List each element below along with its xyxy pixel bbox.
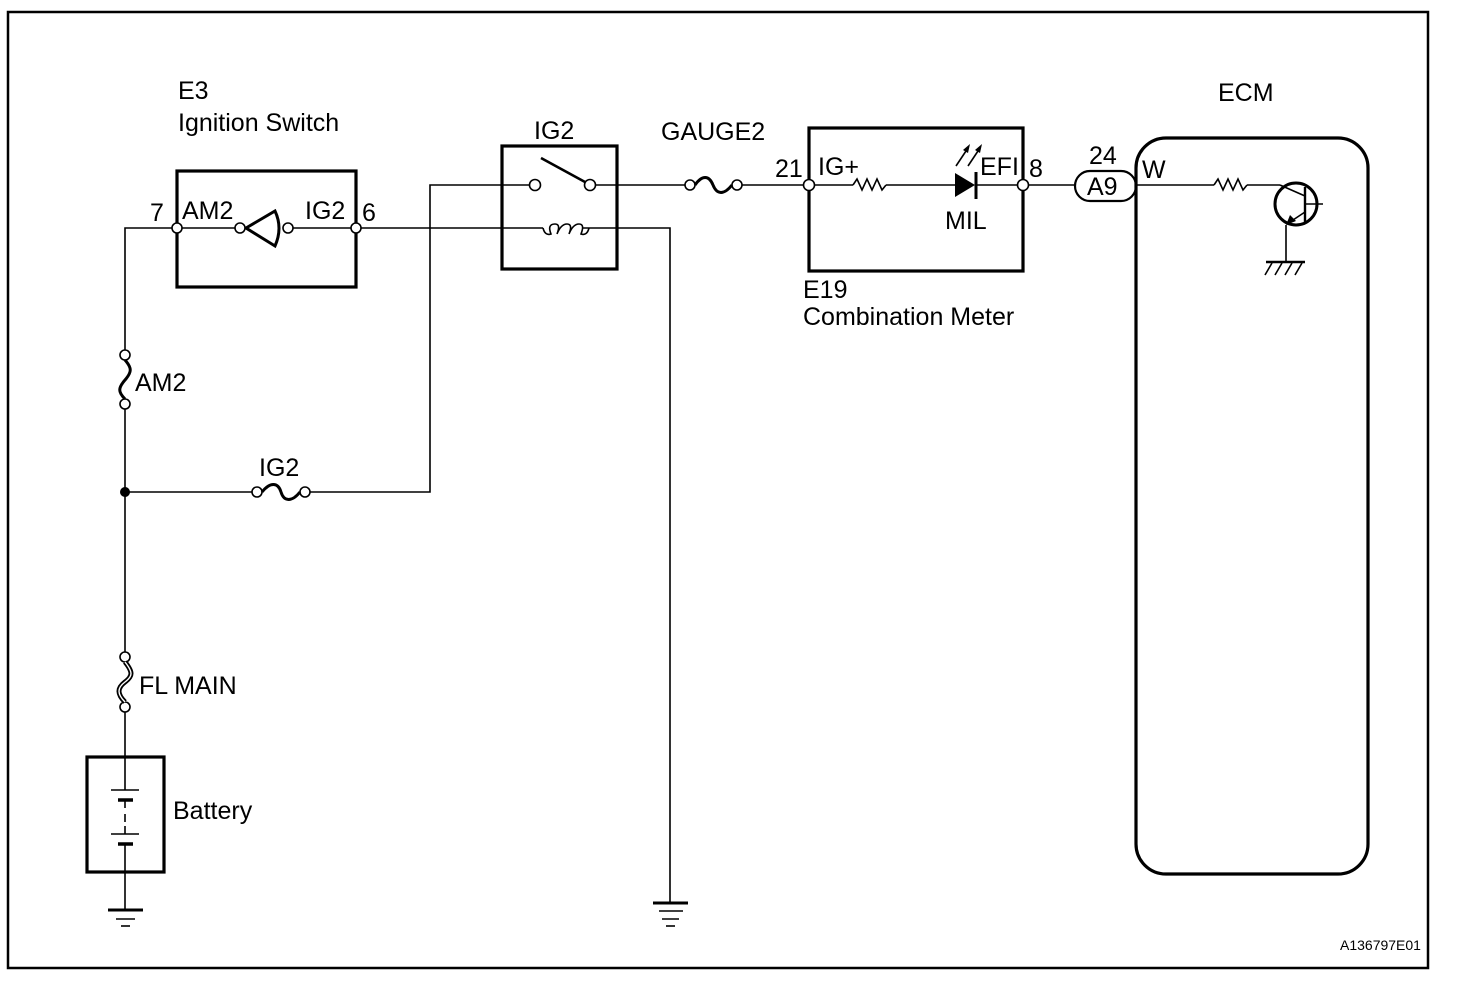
ignition-switch-connector: E3: [178, 77, 209, 105]
ecm-wire-color: W: [1142, 156, 1166, 184]
connector-a9: 24 A9: [1073, 142, 1138, 203]
terminal-6: [350, 222, 362, 234]
ignition-switch: E3 Ignition Switch 7 AM2 IG2 6: [150, 77, 376, 289]
terminal-7: [171, 222, 183, 234]
battery-label: Battery: [173, 797, 253, 825]
meter-connector: E19: [803, 276, 847, 304]
meter-pin-ig-label: IG+: [818, 153, 859, 181]
combination-meter-box: [807, 126, 1025, 273]
terminal-21: [802, 178, 816, 192]
ignition-switch-pin-7: 7: [150, 199, 164, 227]
ecm-box: [1134, 136, 1370, 876]
fuse-ig2-icon: [260, 483, 302, 501]
connector-a9-name: A9: [1087, 173, 1118, 201]
ignition-switch-pin-6: 6: [362, 199, 376, 227]
relay-switch-contact-icon: [540, 156, 586, 184]
ignition-switch-box: [175, 169, 358, 289]
fuse-am2-icon: [118, 359, 132, 401]
fuse-ig2: IG2: [125, 184, 530, 501]
fusible-link-fl-main: FL MAIN: [116, 651, 237, 713]
fuse-gauge2-icon: [693, 176, 734, 194]
mil-led-icon: [955, 173, 975, 197]
meter-pin-21: 21: [775, 155, 803, 183]
ecm: ECM W: [1134, 79, 1370, 876]
diagram-reference-code: A136797E01: [1340, 937, 1421, 953]
fuse-am2-label: AM2: [135, 369, 186, 397]
ground-icon-relay: [653, 901, 688, 927]
connector-a9-pin: 24: [1089, 142, 1117, 170]
power-bus: [120, 227, 172, 910]
fl-main-label: FL MAIN: [139, 672, 237, 700]
meter-pin-efi-label: EFI: [980, 153, 1019, 181]
combination-meter: 21 IG+ EFI 8 MIL E19 Combination Meter: [775, 126, 1043, 331]
terminal-8: [1016, 178, 1030, 192]
ignition-contact-icon: [243, 208, 281, 249]
ig2-relay: IG2: [361, 117, 671, 902]
fuse-am2: AM2: [118, 349, 186, 410]
ig2-relay-label: IG2: [534, 117, 574, 145]
ignition-switch-name: Ignition Switch: [178, 109, 339, 137]
meter-name: Combination Meter: [803, 303, 1014, 331]
ignition-switch-pin-am2-label: AM2: [182, 197, 233, 225]
fuse-ig2-label: IG2: [259, 454, 299, 482]
fusible-link-icon: [118, 661, 132, 703]
fuse-gauge2: GAUGE2: [596, 118, 804, 194]
relay-coil-icon: [542, 223, 590, 236]
ground-icon: [108, 908, 143, 927]
mil-label: MIL: [945, 207, 987, 235]
diagram-frame: [6, 10, 1430, 970]
ignition-switch-pin-ig2-label: IG2: [305, 197, 345, 225]
chassis-ground-icon: [1264, 260, 1305, 276]
resistor-icon: [852, 177, 887, 192]
ig2-relay-box: [500, 144, 619, 271]
transistor-icon: [1273, 181, 1323, 262]
light-emission-icon: [955, 144, 982, 167]
meter-pin-8: 8: [1029, 155, 1043, 183]
ecm-label: ECM: [1218, 79, 1274, 107]
battery: Battery: [85, 755, 253, 874]
ecm-resistor-icon: [1213, 177, 1248, 192]
fuse-gauge2-label: GAUGE2: [661, 118, 765, 146]
